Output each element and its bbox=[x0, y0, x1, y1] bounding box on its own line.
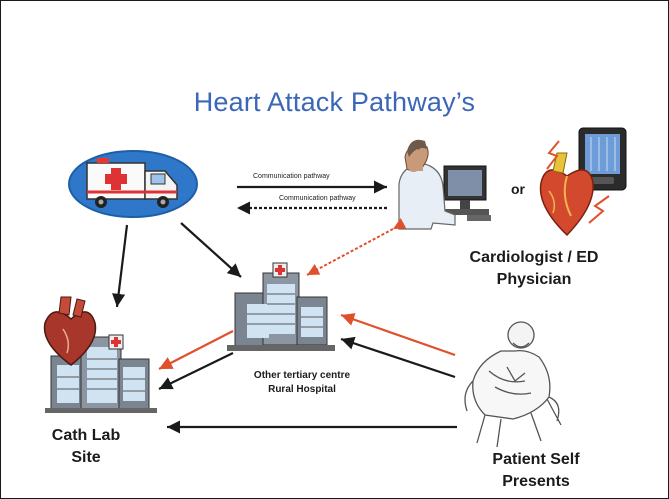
arrow-doctor-tertiary-link bbox=[306, 218, 407, 276]
patient-label-line2: Presents bbox=[471, 471, 601, 493]
heart-cathlab-icon bbox=[43, 296, 97, 366]
cathlab-label-line1: Cath Lab bbox=[51, 427, 121, 444]
tertiary-label-line1: Other tertiary centre bbox=[253, 370, 351, 381]
slide-title: Heart Attack Pathway’s bbox=[193, 87, 476, 117]
heart-icon bbox=[539, 140, 610, 237]
cathlab-label: Cath Lab Site bbox=[31, 425, 141, 469]
cardiologist-label-line1: Cardiologist / ED bbox=[469, 249, 599, 266]
cathlab-hospital-icon bbox=[45, 334, 157, 413]
patient-icon bbox=[464, 321, 562, 448]
comm-forward-label: Communication pathway bbox=[253, 173, 330, 180]
arrow-patient-to-tertiary-black bbox=[340, 336, 456, 379]
arrow-patient-to-tertiary-red bbox=[340, 313, 456, 357]
cathlab-label-line2: Site bbox=[71, 449, 101, 466]
cardiologist-label: Cardiologist / ED Physician bbox=[449, 247, 619, 291]
comm-back-label: Communication pathway bbox=[279, 195, 356, 202]
arrow-tertiary-to-cathlab-red bbox=[158, 330, 234, 370]
patient-label-line1: Patient Self bbox=[492, 451, 580, 468]
cardiologist-label-line2: Physician bbox=[496, 271, 572, 288]
or-text: or bbox=[511, 181, 525, 197]
arrow-tertiary-to-cathlab-black bbox=[158, 352, 234, 390]
patient-label-line2-text: Presents bbox=[502, 473, 570, 490]
patient-label: Patient Self Presents bbox=[471, 449, 601, 493]
ambulance-icon bbox=[68, 150, 198, 218]
tertiary-label-line2: Rural Hospital bbox=[268, 384, 336, 395]
arrow-ambulance-to-cathlab bbox=[112, 224, 129, 308]
tertiary-label: Other tertiary centre Rural Hospital bbox=[237, 369, 367, 397]
arrow-ambulance-to-tertiary bbox=[180, 222, 242, 278]
tertiary-hospital-icon bbox=[227, 262, 335, 351]
doctor-computer-icon bbox=[398, 139, 491, 230]
